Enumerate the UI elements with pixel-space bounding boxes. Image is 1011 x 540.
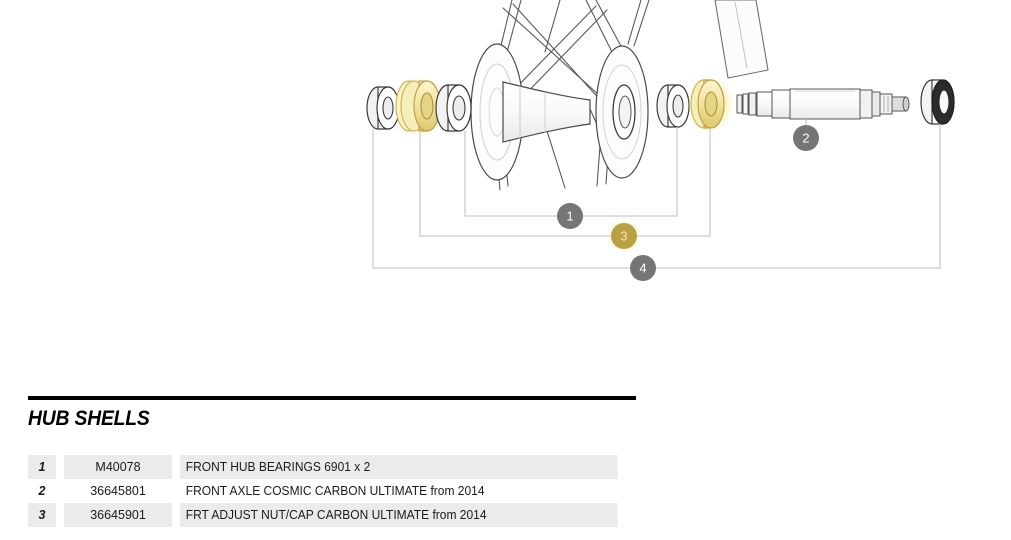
row-reference: 36645901 xyxy=(64,503,172,527)
diagram-canvas: 1 2 3 4 xyxy=(366,0,955,281)
front-hub-bearing-inner-left xyxy=(435,84,472,132)
row-spacer xyxy=(56,503,64,527)
row-spacer xyxy=(56,455,64,479)
row-description: FRONT AXLE COSMIC CARBON ULTIMATE from 2… xyxy=(185,484,485,498)
callout-3-circle[interactable] xyxy=(611,223,637,249)
callout-1-circle[interactable] xyxy=(557,203,583,229)
table-row[interactable]: 3 36645901 FRT ADJUST NUT/CAP CARBON ULT… xyxy=(28,503,636,527)
row-index: 3 xyxy=(28,503,56,527)
row-spacer xyxy=(172,479,180,503)
row-index: 1 xyxy=(28,455,56,479)
callout-2-label: 2 xyxy=(802,131,809,146)
callout-3-label: 3 xyxy=(620,229,627,244)
parts-table: 1 M40078 FRONT HUB BEARINGS 6901 x 2 2 3… xyxy=(28,455,636,527)
callout-markers: 1 2 3 4 xyxy=(557,125,819,281)
row-description: FRT ADJUST NUT/CAP CARBON ULTIMATE from … xyxy=(180,503,618,527)
table-row[interactable]: 2 36645801 FRONT AXLE COSMIC CARBON ULTI… xyxy=(28,479,636,503)
section-divider-rule xyxy=(28,396,636,400)
row-spacer xyxy=(56,479,64,503)
front-adjust-nut-cap-left xyxy=(393,75,447,137)
leader-lines xyxy=(372,119,941,269)
callout-1-label: 1 xyxy=(566,209,573,224)
row-spacer xyxy=(172,455,180,479)
callout-4-circle[interactable] xyxy=(630,255,656,281)
row-description: FRONT HUB BEARINGS 6901 x 2 xyxy=(180,455,618,479)
front-hub-bearing-outer-right xyxy=(920,79,955,125)
hub-shell-body xyxy=(470,43,649,181)
row-spacer xyxy=(172,503,180,527)
front-axle xyxy=(736,88,910,120)
row-index: 2 xyxy=(38,484,46,498)
exploded-parts-diagram: 1 2 3 4 xyxy=(366,0,955,281)
page-title: HUB SHELLS xyxy=(28,407,150,430)
fork-blade xyxy=(714,0,769,79)
table-row[interactable]: 1 M40078 FRONT HUB BEARINGS 6901 x 2 xyxy=(28,455,636,479)
front-hub-bearing-inner-right xyxy=(656,84,690,128)
callout-2-circle[interactable] xyxy=(793,125,819,151)
row-reference: 36645801 xyxy=(90,484,146,498)
parts-list-section: HUB SHELLS 1 M40078 FRONT HUB BEARINGS 6… xyxy=(0,300,1011,540)
front-adjust-nut-cap-right xyxy=(687,75,735,133)
row-reference: M40078 xyxy=(64,455,172,479)
callout-4-label: 4 xyxy=(639,261,646,276)
